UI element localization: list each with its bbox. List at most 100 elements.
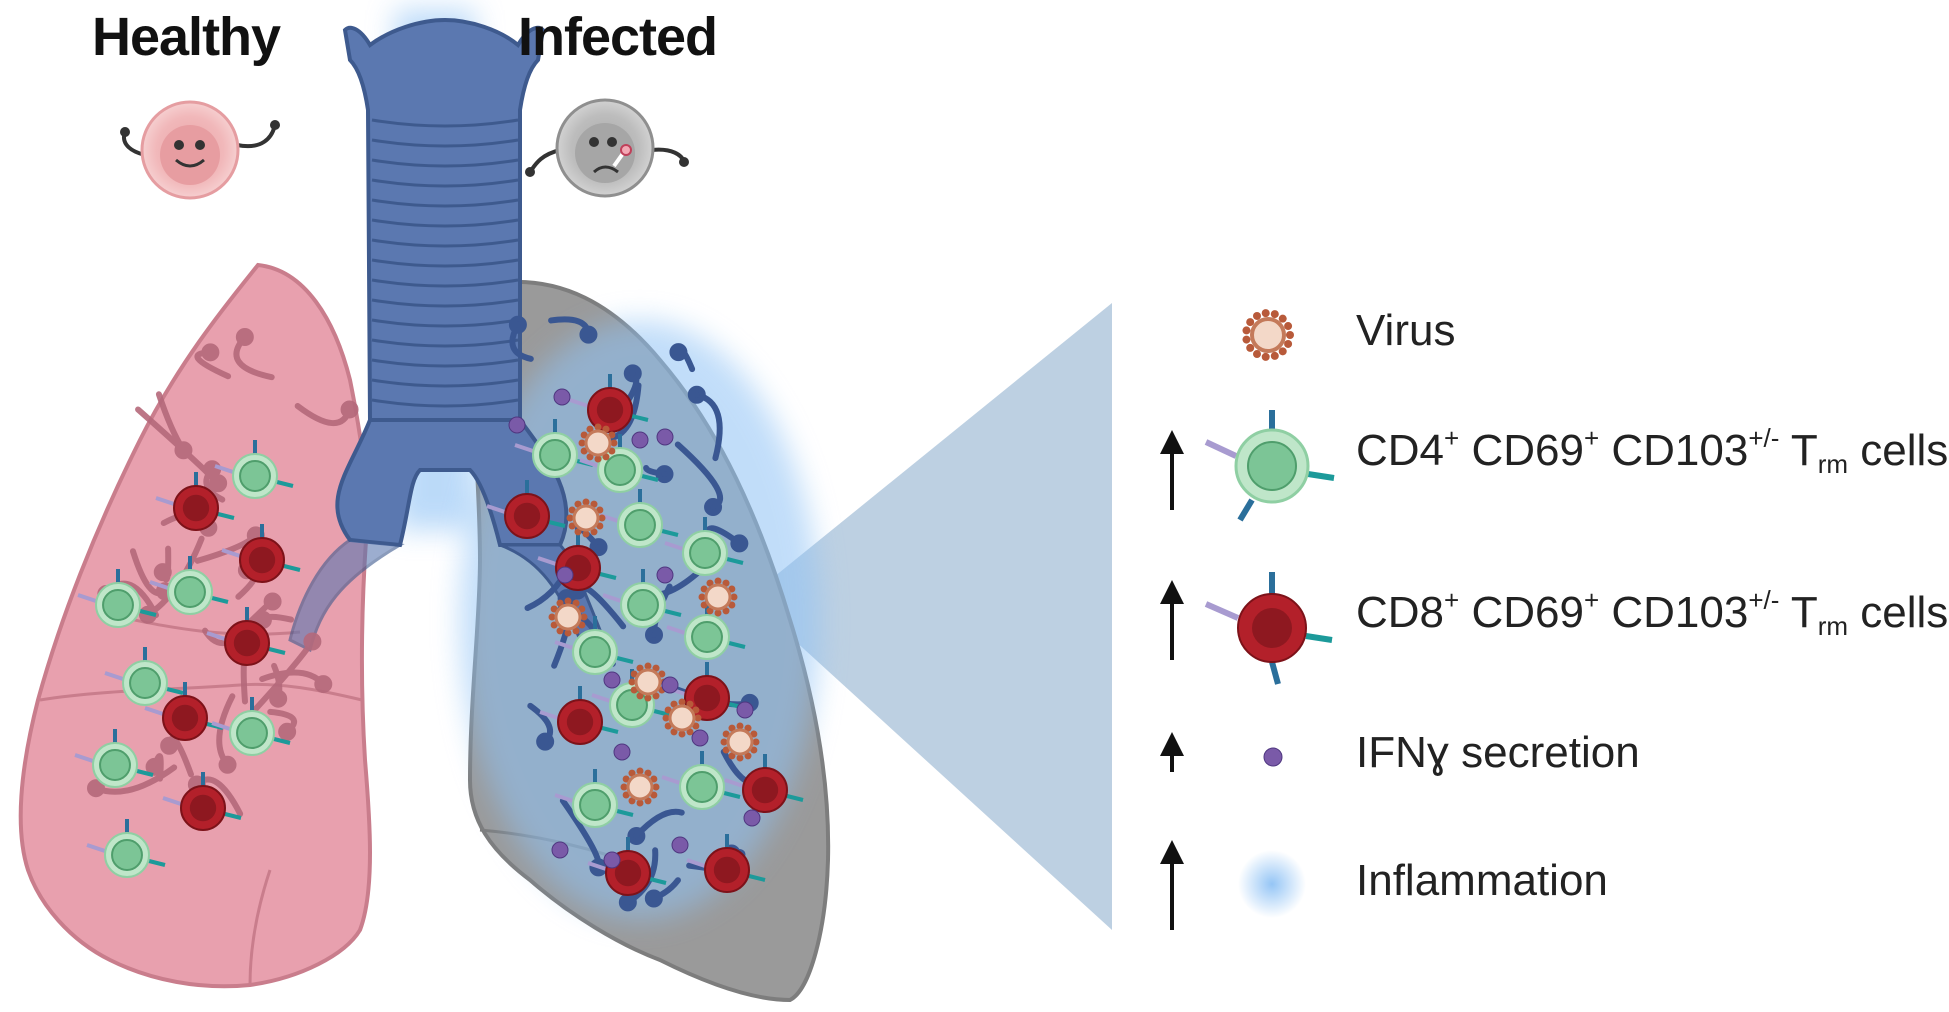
t-text: T [1779, 426, 1818, 475]
virus-particle [698, 577, 738, 617]
cd4-cell [554, 769, 634, 828]
ifng-dot [691, 729, 709, 747]
healthy-face-icon [120, 100, 280, 200]
ifng-dot [613, 743, 631, 761]
virus-particle [662, 698, 702, 738]
cd8-cell [724, 754, 804, 813]
trachea-ring [371, 178, 519, 188]
trachea-ring [371, 138, 519, 148]
cd4-cell [86, 819, 166, 878]
trachea-ring [371, 298, 519, 308]
legend-inflammation-label: Inflammation [1356, 856, 1608, 906]
cd4-cell [599, 489, 679, 548]
inflammation-text: Inflammation [1356, 856, 1608, 905]
legend-ifng-icon [1263, 747, 1283, 767]
infected-face-icon [525, 98, 689, 198]
ifng-dot [736, 701, 754, 719]
virus-particle [620, 767, 660, 807]
alveolus [618, 893, 637, 912]
ifng-dot [508, 416, 526, 434]
alveolus [201, 343, 220, 362]
alveolus [160, 736, 179, 755]
cd4-text: CD4 [1356, 426, 1445, 475]
cd4-cell [554, 616, 634, 675]
zoom-wedge [748, 303, 1112, 930]
alveolus [627, 826, 646, 845]
alveolus [145, 757, 164, 776]
alveolus [314, 675, 333, 694]
cd8-cell [155, 472, 235, 531]
cd8-cell [569, 374, 649, 433]
cd4-cell [74, 729, 154, 788]
ifng-dot [551, 841, 569, 859]
legend-inflammation-icon [1238, 850, 1306, 918]
cells-text: cells [1848, 588, 1949, 637]
legend-virus-icon [1242, 309, 1294, 361]
trachea-ring [371, 318, 519, 328]
virus-particle [566, 498, 606, 538]
cd8-text: CD8 [1356, 588, 1445, 637]
alveolus [303, 632, 322, 651]
cd103-text: CD103 [1599, 426, 1749, 475]
alveolus [730, 534, 749, 553]
ifng-dot [603, 671, 621, 689]
alveolus [589, 538, 608, 557]
alveolus [235, 327, 254, 346]
legend-ifng-label: IFNɣ secretion [1356, 728, 1640, 778]
virus-particle [578, 423, 618, 463]
trachea-ring [371, 198, 519, 208]
cd69-sup: + [1583, 423, 1600, 453]
ifng-dot [631, 431, 649, 449]
cd8-increase-arrow-icon [1160, 580, 1184, 660]
cd4-increase-arrow-icon [1160, 430, 1184, 510]
cd8-cell [144, 682, 224, 741]
healthy-title: Healthy [92, 7, 281, 67]
alveolus [340, 400, 359, 419]
cd69-text: CD69 [1459, 426, 1584, 475]
cd8-cell [221, 524, 301, 583]
cd103-text: CD103 [1599, 588, 1749, 637]
inflammation-increase-arrow-icon [1160, 840, 1184, 930]
ifng-dot [671, 836, 689, 854]
trachea-ring [371, 258, 519, 268]
trachea-ring [371, 278, 519, 288]
alveolus [153, 563, 172, 582]
ifng-increase-arrow-icon [1160, 732, 1184, 772]
cd8-cell [206, 607, 286, 666]
ifng-text: IFNɣ secretion [1356, 728, 1640, 777]
alveolus [269, 689, 288, 708]
trachea-ring [371, 238, 519, 248]
cd4-cell [579, 434, 659, 493]
alveolus [704, 498, 723, 517]
ifng-dot [553, 388, 571, 406]
ifng-dot [743, 809, 761, 827]
rm-sub: rm [1817, 449, 1849, 479]
cd69-text: CD69 [1459, 588, 1584, 637]
legend-cd4-label: CD4+ CD69+ CD103+/- Trm cells [1356, 423, 1949, 479]
cd4-cell [149, 556, 229, 615]
cd4-cell [666, 601, 746, 660]
ifng-dot [661, 676, 679, 694]
alveolus [86, 779, 105, 798]
cd103-sup: +/- [1748, 585, 1780, 615]
cd103-sup: +/- [1748, 423, 1780, 453]
cells-text: cells [1848, 426, 1949, 475]
legend-virus-text: Virus [1356, 306, 1456, 355]
cd8-cell [162, 772, 242, 831]
alveolus [253, 610, 272, 629]
cd4-cell [211, 697, 291, 756]
cd4-cell [661, 751, 741, 810]
trachea-ring [371, 378, 519, 388]
trachea-ring [371, 338, 519, 348]
legend-cd8-icon [1204, 572, 1333, 685]
legend-virus-label: Virus [1356, 306, 1455, 356]
ifng-dot [656, 428, 674, 446]
alveolus [623, 364, 642, 383]
cd8-cell [539, 686, 619, 745]
alveolus [263, 592, 282, 611]
legend-symbols [1160, 309, 1335, 930]
alveolus [278, 722, 297, 741]
legend-cd8-label: CD8+ CD69+ CD103+/- Trm cells [1356, 585, 1949, 639]
cd4-cell [214, 440, 294, 499]
